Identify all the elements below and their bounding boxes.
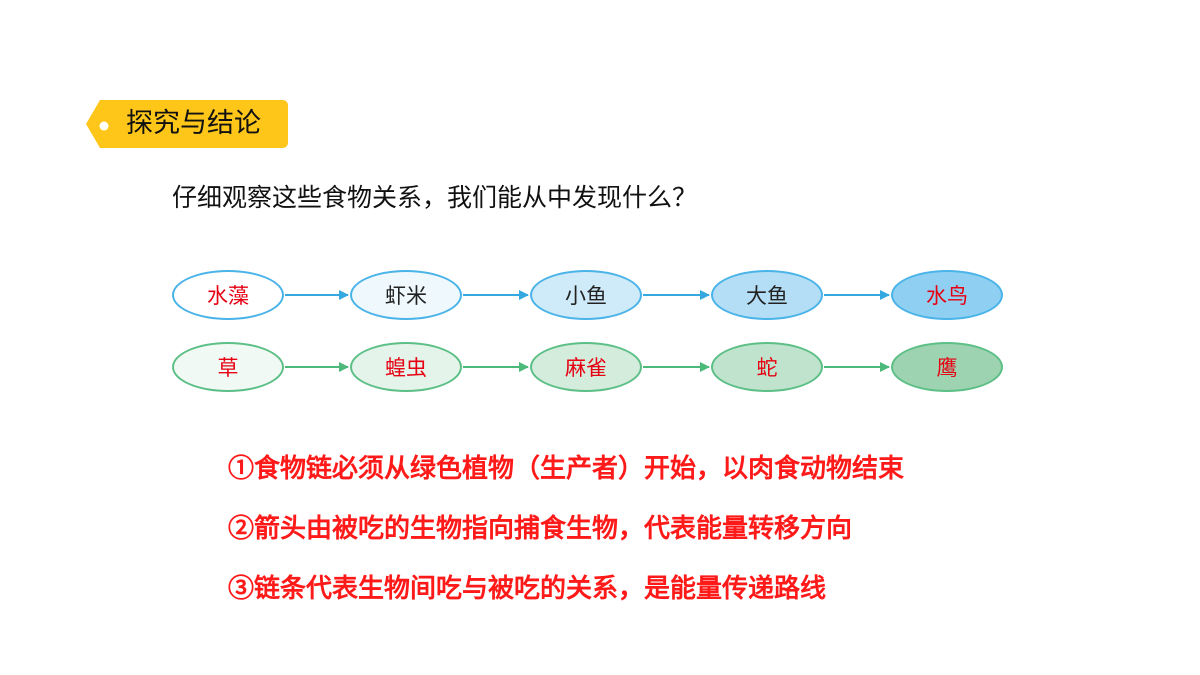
- question-text: 仔细观察这些食物关系，我们能从中发现什么？: [172, 183, 698, 212]
- chain-1-node-4: 大鱼: [711, 270, 823, 320]
- section-tag-label: 探究与结论: [126, 108, 261, 139]
- conclusion-1: ①食物链必须从绿色植物（生产者）开始，以肉食动物结束: [228, 454, 905, 484]
- conclusion-2: ②箭头由被吃的生物指向捕食生物，代表能量转移方向: [228, 514, 853, 544]
- chain-2-node-1: 草: [172, 342, 284, 392]
- chain-2-node-5: 鹰: [891, 342, 1003, 392]
- chain-2-node-2: 蝗虫: [350, 342, 462, 392]
- chain-1-node-3: 小鱼: [530, 270, 642, 320]
- conclusion-3: ③链条代表生物间吃与被吃的关系，是能量传递路线: [228, 574, 827, 604]
- chain-1-node-1: 水藻: [172, 270, 284, 320]
- chain-2-node-3: 麻雀: [530, 342, 642, 392]
- chain-1-node-5: 水鸟: [891, 270, 1003, 320]
- section-tag: 探究与结论: [86, 100, 288, 148]
- chain-2-node-4: 蛇: [711, 342, 823, 392]
- tag-dot-icon: [99, 121, 109, 131]
- chain-1-node-2: 虾米: [350, 270, 462, 320]
- tag-shape: [86, 100, 288, 148]
